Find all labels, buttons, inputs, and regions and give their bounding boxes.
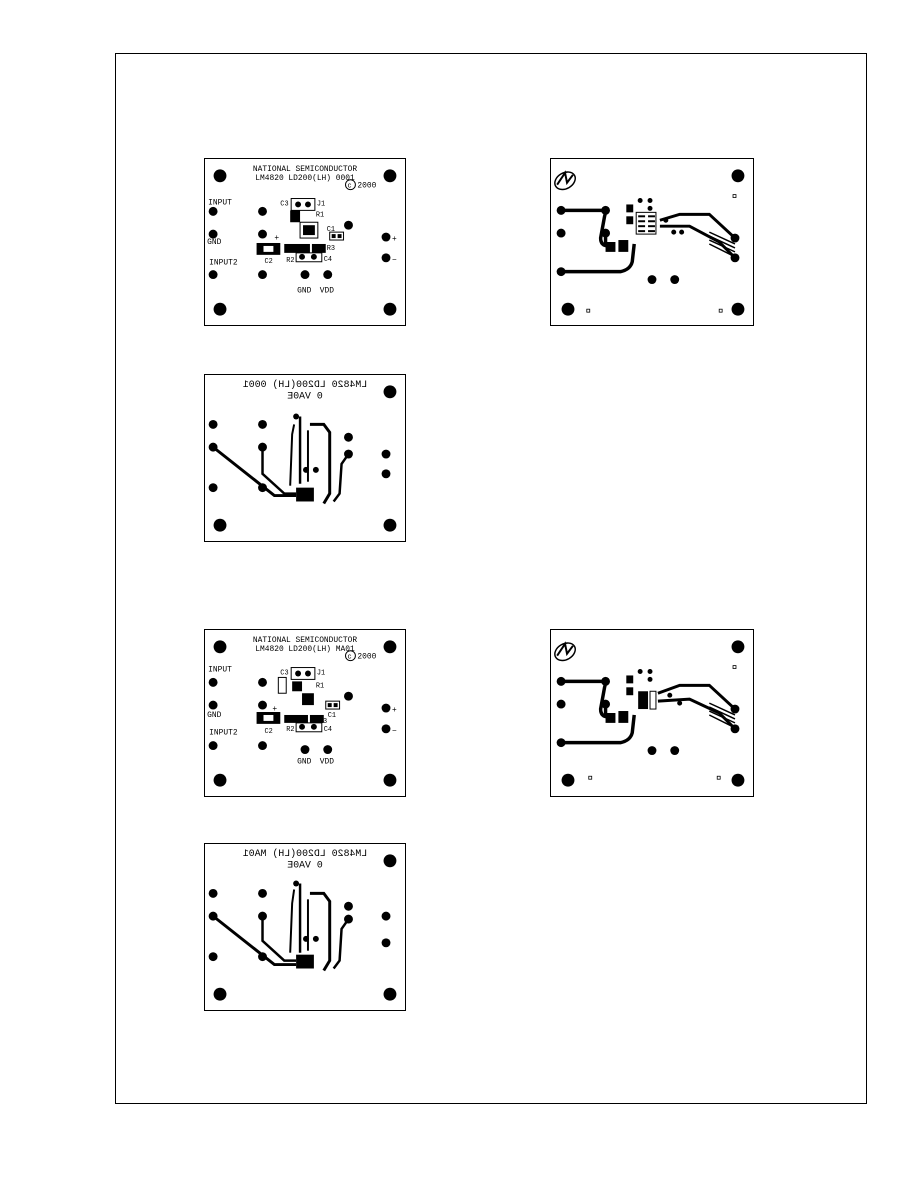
mount-hole — [213, 302, 227, 316]
out-minus: − — [392, 256, 397, 265]
ref-r3: R3 — [319, 718, 327, 726]
c1-outline — [329, 231, 345, 241]
label-input: INPUT — [208, 666, 232, 675]
ref-r2: R2 — [286, 726, 294, 734]
svg-text:GND: GND — [297, 757, 311, 766]
copyright-c: c — [347, 183, 351, 191]
copyright-icon — [345, 650, 356, 662]
mount-hole — [383, 385, 397, 399]
ns-logo-icon — [554, 170, 576, 191]
pad-vdd-bottom — [323, 270, 333, 280]
board-a-top-copper-art — [554, 169, 745, 316]
ref-r3: R3 — [327, 245, 335, 253]
mount-hole — [213, 640, 227, 654]
mount-hole — [561, 302, 575, 316]
svg-text:+: + — [392, 706, 397, 715]
page-frame — [115, 53, 867, 1104]
mirror-title-2: 0 VA0E — [287, 860, 323, 871]
label-gnd: GND — [207, 238, 221, 247]
mount-hole — [213, 987, 227, 1001]
board-a-silkscreen-art: NATIONAL SEMICONDUCTOR LM4820 LD200(LH) … — [207, 165, 397, 316]
board-b-silkscreen-art: NATIONAL SEMICONDUCTOR LM4820 LD200(LH) … — [207, 636, 397, 787]
ref-c1: C1 — [327, 226, 335, 234]
ref-c3: C3 — [280, 200, 288, 208]
copyright-year: 2000 — [357, 182, 376, 191]
ref-r2: R2 — [286, 257, 294, 265]
ref-c2: C2 — [264, 258, 272, 266]
ref-j1: J1 — [317, 669, 325, 677]
label-vdd-bottom: VDD — [320, 286, 334, 295]
mount-hole — [383, 987, 397, 1001]
r2-pad — [284, 243, 310, 253]
pad-gnd-bottom — [300, 270, 310, 280]
board-a-bottom-copper-art: LM4820 LD200(LH) 0001 0 VA0E — [208, 379, 397, 532]
mount-hole — [383, 773, 397, 787]
out-plus: + — [392, 235, 397, 244]
mount-hole — [213, 773, 227, 787]
mount-hole — [731, 169, 745, 183]
mirror-title-1: LM4820 LD200(LH) MA01 — [243, 848, 368, 859]
mount-hole — [213, 518, 227, 532]
board-b-top-copper — [550, 629, 754, 797]
board-b-bottom-copper-art: LM4820 LD200(LH) MA01 0 VA0E — [208, 848, 397, 1001]
mount-hole — [731, 302, 745, 316]
label-input2: INPUT2 — [209, 729, 238, 738]
mount-hole — [561, 773, 575, 787]
mount-hole — [383, 518, 397, 532]
mount-hole — [213, 169, 227, 183]
j1-outline — [290, 198, 316, 211]
ic-outline — [299, 221, 319, 239]
mount-hole — [383, 640, 397, 654]
ref-r1: R1 — [316, 211, 324, 219]
ref-c4: C4 — [324, 256, 332, 264]
copyright-year: 2000 — [357, 653, 376, 662]
board-a-top-copper — [550, 158, 754, 326]
mount-hole — [383, 169, 397, 183]
r3-pad — [311, 243, 326, 253]
pad — [344, 220, 353, 230]
ref-c2: C2 — [264, 728, 272, 736]
mount-hole — [731, 773, 745, 787]
board-a-silkscreen: NATIONAL SEMICONDUCTOR LM4820 LD200(LH) … — [204, 158, 406, 326]
label-input2: INPUT2 — [209, 259, 238, 268]
c4-outline — [295, 252, 323, 263]
svg-text:−: − — [392, 727, 397, 736]
title-line-2: LM4820 LD200(LH) MA01 — [255, 645, 355, 654]
ns-logo-icon — [554, 641, 576, 662]
pad — [258, 206, 267, 216]
pad — [258, 270, 267, 280]
svg-text:+: + — [272, 705, 277, 714]
pad-gnd — [208, 229, 218, 239]
ref-j1: J1 — [317, 200, 325, 208]
mirror-title-1: LM4820 LD200(LH) 0001 — [243, 379, 368, 390]
board-b-bottom-copper: LM4820 LD200(LH) MA01 0 VA0E — [204, 843, 406, 1011]
c3-pad — [290, 210, 301, 223]
mount-hole — [383, 302, 397, 316]
ref-c4: C4 — [324, 726, 332, 734]
polarity-plus: + — [274, 234, 279, 243]
pad-plus — [381, 232, 391, 242]
board-b-top-copper-art — [554, 640, 745, 787]
title-line-1: NATIONAL SEMICONDUCTOR — [253, 165, 357, 174]
mount-hole — [731, 640, 745, 654]
mirror-title-2: 0 VA0E — [287, 391, 323, 402]
pad-input2 — [208, 270, 218, 280]
title-line-2: LM4820 LD200(LH) 0001 — [255, 174, 355, 183]
pad — [258, 229, 267, 239]
ref-c1: C1 — [328, 712, 336, 720]
ref-r1: R1 — [316, 682, 324, 690]
pad-input — [208, 206, 218, 216]
mount-hole — [383, 854, 397, 868]
title-line-1: NATIONAL SEMICONDUCTOR — [253, 636, 357, 645]
pad-minus — [381, 253, 391, 263]
board-a-bottom-copper: LM4820 LD200(LH) 0001 0 VA0E — [204, 374, 406, 542]
label-gnd: GND — [207, 711, 221, 720]
svg-text:VDD: VDD — [320, 757, 334, 766]
ref-c3: C3 — [280, 669, 288, 677]
copyright-icon — [345, 179, 356, 191]
label-gnd-bottom: GND — [297, 286, 311, 295]
label-input: INPUT — [208, 198, 232, 207]
board-b-silkscreen: NATIONAL SEMICONDUCTOR LM4820 LD200(LH) … — [204, 629, 406, 797]
svg-text:c: c — [347, 654, 351, 662]
